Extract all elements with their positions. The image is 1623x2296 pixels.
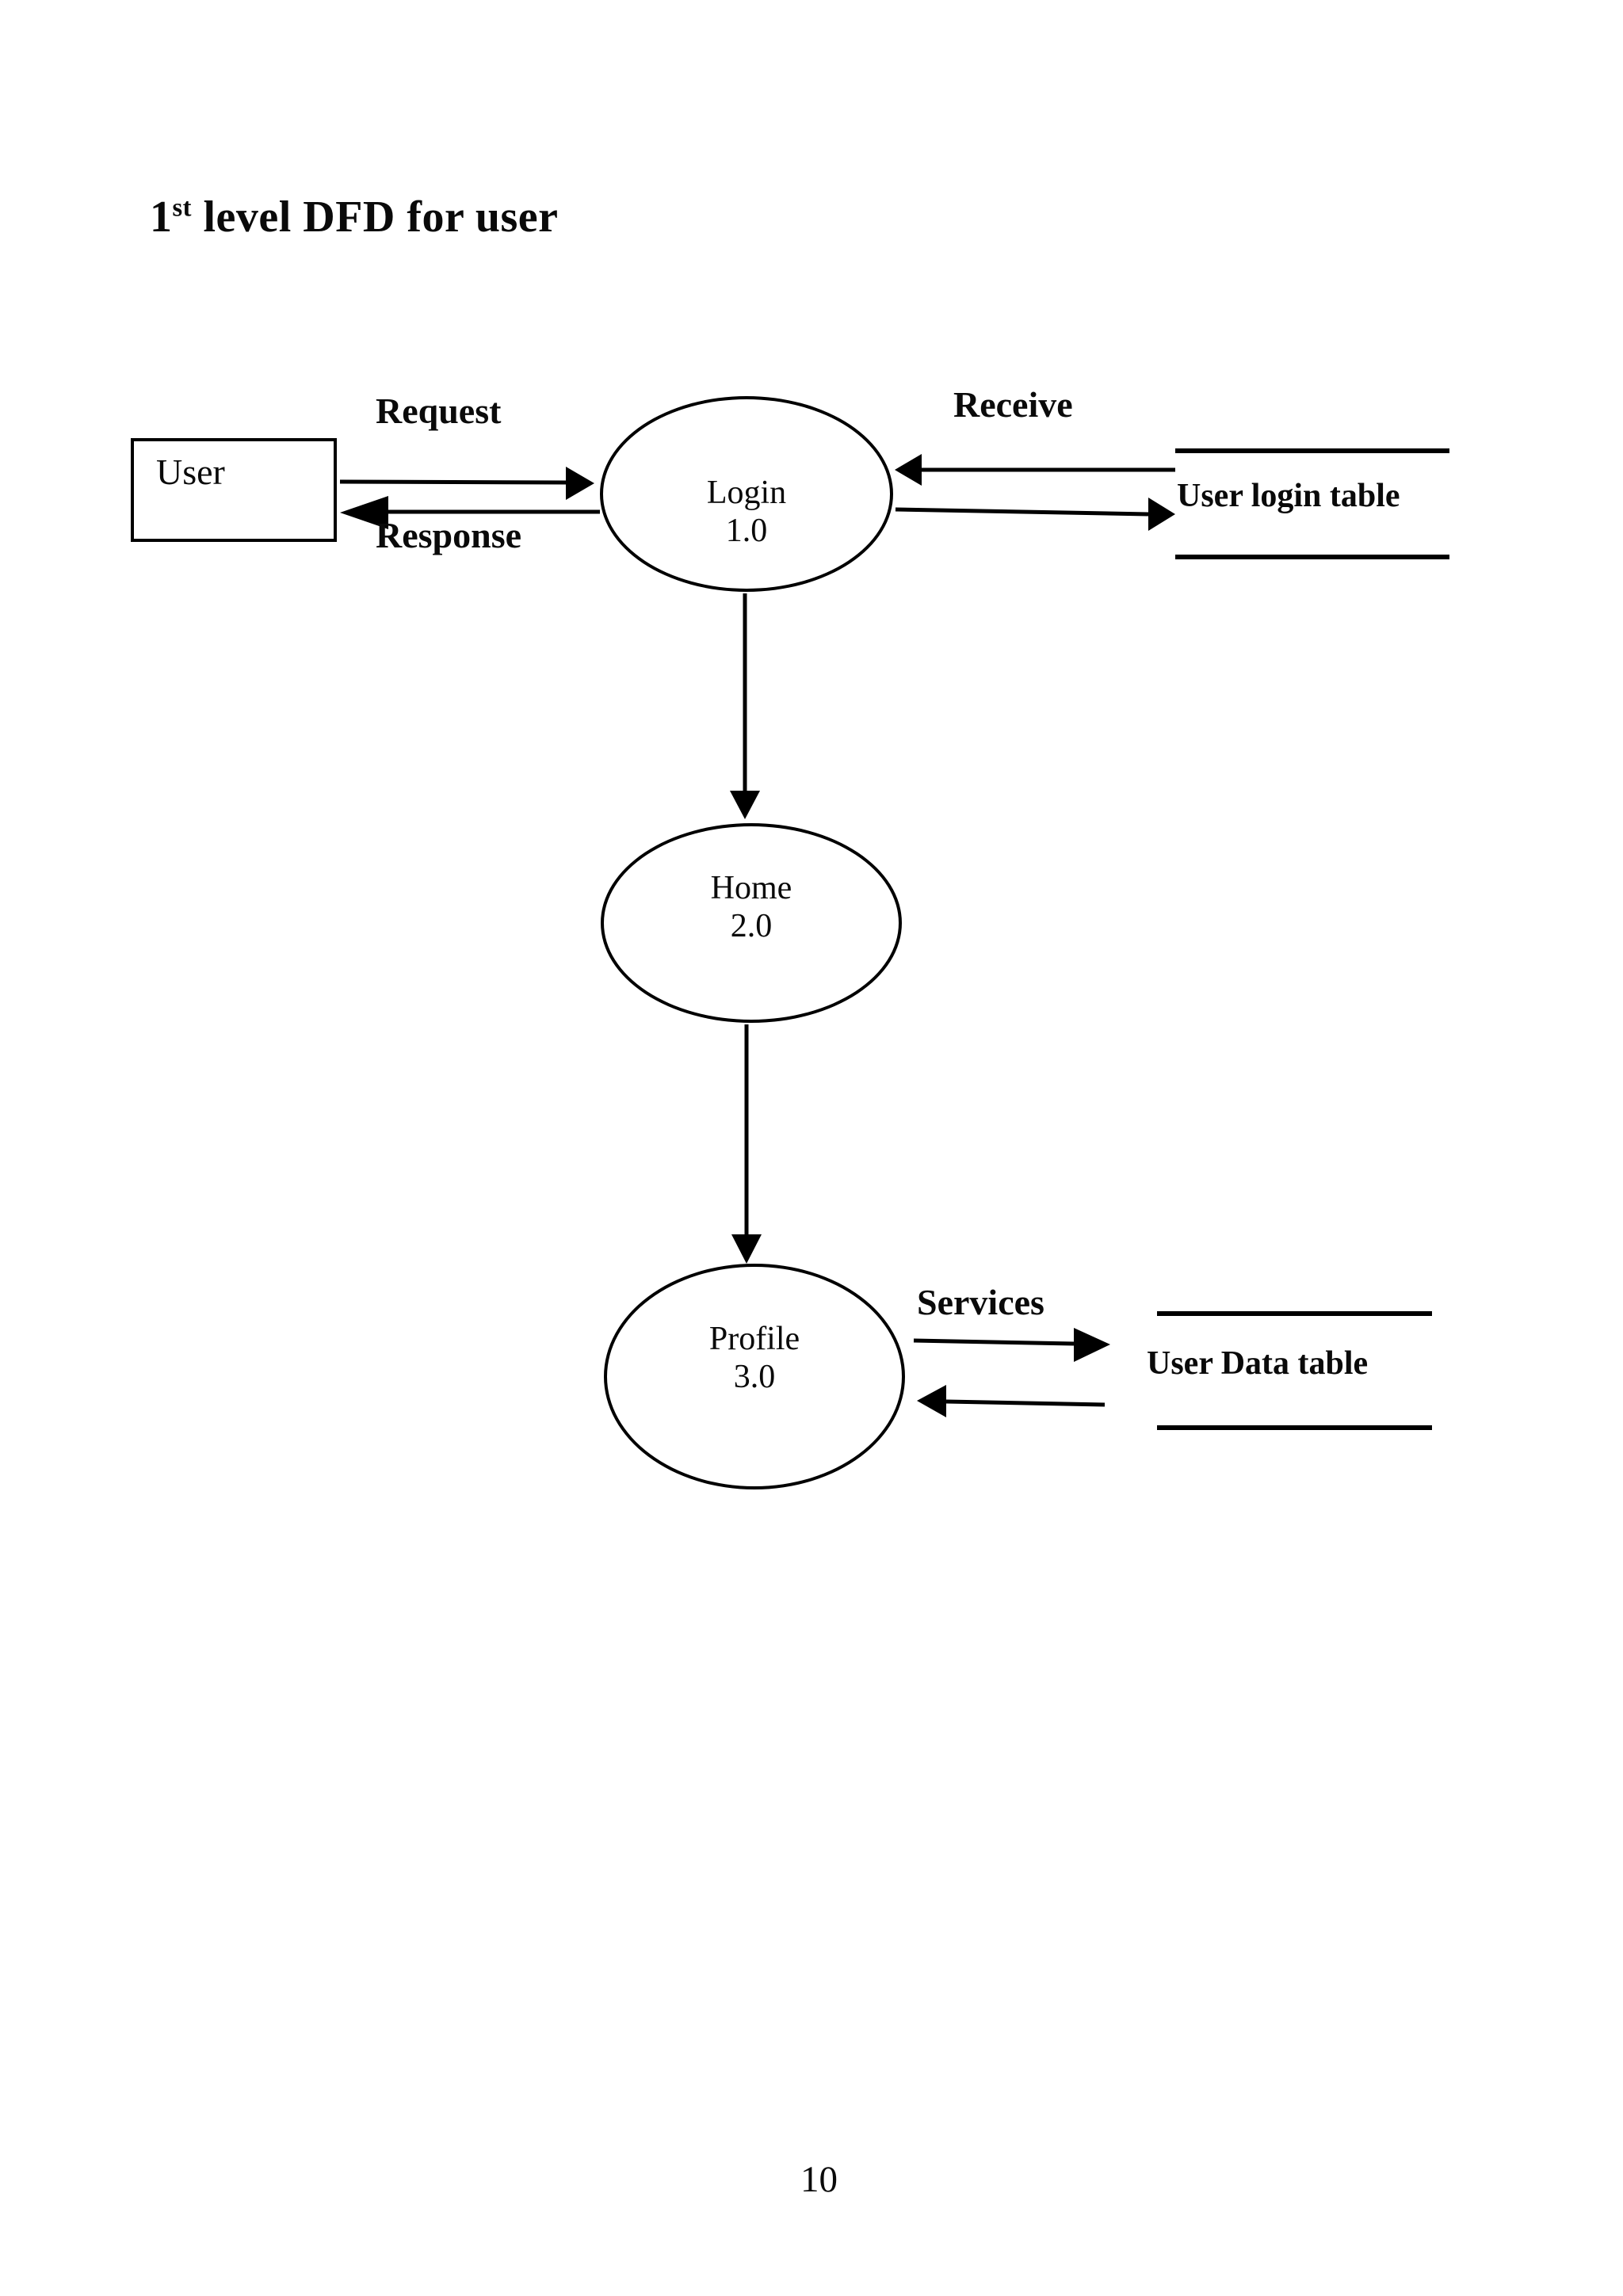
process-home-ellipse: Home 2.0 bbox=[601, 823, 902, 1023]
datastore-to-profile-line bbox=[945, 1399, 1106, 1407]
home-to-profile-flow-arrow bbox=[731, 1024, 762, 1264]
title-text: level DFD for user bbox=[191, 193, 559, 242]
home-to-profile-arrowhead-icon bbox=[731, 1234, 762, 1264]
external-entity-user: User bbox=[131, 438, 337, 542]
datastore-user-login-table-label: User login table bbox=[1177, 478, 1400, 514]
process-profile-name: Profile bbox=[708, 1320, 800, 1357]
page-title: 1st level DFD for user bbox=[150, 192, 559, 242]
login-to-store-flow-arrow bbox=[895, 498, 1175, 531]
request-arrowhead-icon bbox=[566, 467, 594, 500]
services-flow-arrow bbox=[913, 1328, 1110, 1362]
services-flow-label: Services bbox=[917, 1282, 1044, 1322]
title-ordinal-superscript: st bbox=[172, 193, 192, 223]
services-arrowhead-icon bbox=[1074, 1328, 1110, 1362]
datastore-to-profile-arrowhead-icon bbox=[917, 1385, 946, 1417]
process-profile-number: 3.0 bbox=[733, 1358, 776, 1395]
request-flow-label: Request bbox=[376, 391, 502, 431]
datastore-user-data-table: User Data table bbox=[1147, 1311, 1432, 1430]
external-entity-user-label: User bbox=[156, 452, 225, 492]
receive-flow-arrow bbox=[895, 454, 1175, 486]
login-to-store-arrowhead-icon bbox=[1148, 498, 1175, 531]
process-login-text: Login 1.0 bbox=[707, 474, 786, 550]
process-login-number: 1.0 bbox=[725, 512, 768, 549]
login-to-home-arrowhead-icon bbox=[730, 791, 760, 819]
process-home-number: 2.0 bbox=[730, 908, 773, 944]
login-to-store-line bbox=[895, 507, 1149, 517]
process-login-ellipse: Login 1.0 bbox=[600, 396, 893, 592]
request-flow-arrow bbox=[339, 467, 594, 500]
process-profile-ellipse: Profile 3.0 bbox=[604, 1264, 905, 1489]
datastore-to-profile-flow-arrow bbox=[917, 1385, 1106, 1417]
datastore-user-login-table: User login table bbox=[1175, 448, 1449, 559]
receive-flow-label: Receive bbox=[953, 384, 1073, 425]
datastore-user-data-table-label: User Data table bbox=[1147, 1345, 1369, 1382]
process-profile-text: Profile 3.0 bbox=[709, 1320, 800, 1396]
process-home-text: Home 2.0 bbox=[711, 869, 792, 945]
process-login-name: Login bbox=[706, 474, 787, 511]
process-home-name: Home bbox=[710, 870, 792, 906]
services-flow-line bbox=[913, 1338, 1075, 1346]
title-number: 1 bbox=[150, 193, 173, 242]
page-number: 10 bbox=[800, 2159, 838, 2200]
receive-arrowhead-icon bbox=[895, 454, 922, 486]
login-to-home-flow-arrow bbox=[730, 593, 760, 819]
response-flow-label: Response bbox=[376, 515, 522, 555]
